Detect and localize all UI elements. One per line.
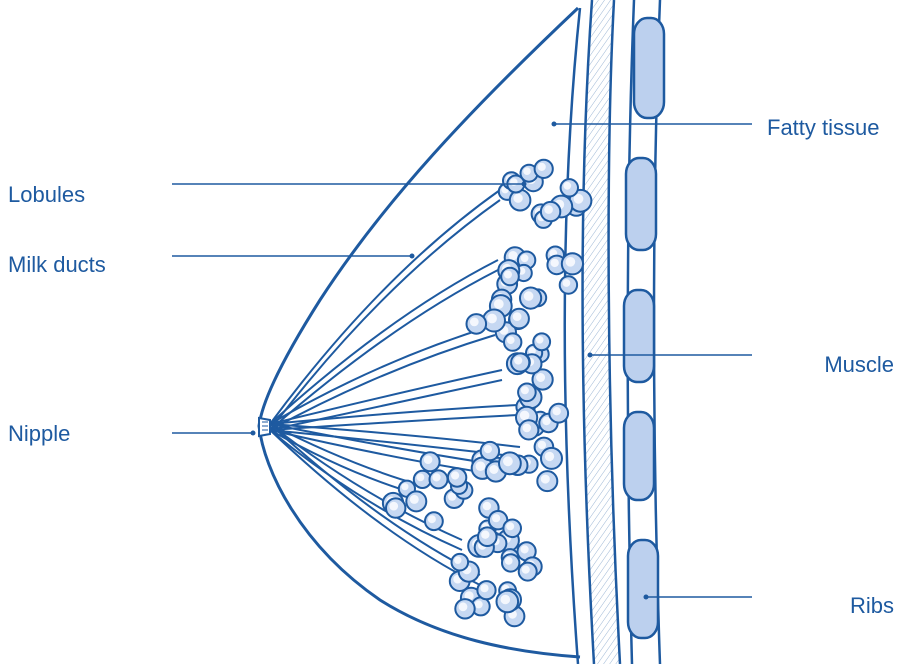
lobules xyxy=(383,160,591,626)
lobule-highlight xyxy=(520,411,530,421)
fat-boundary xyxy=(565,8,580,664)
lobule-highlight xyxy=(428,515,436,523)
lobule-highlight xyxy=(501,595,511,605)
rib-5 xyxy=(628,540,658,638)
lobule-highlight xyxy=(470,318,479,327)
lobule-highlight xyxy=(513,194,522,203)
lobule-highlight xyxy=(536,373,545,382)
lobule-highlight xyxy=(538,441,546,449)
lobule-highlight xyxy=(551,259,559,267)
lobule-highlight xyxy=(521,386,529,394)
lobule-cluster-4 xyxy=(504,333,553,389)
lobule-cluster-1 xyxy=(499,160,592,228)
lobule-highlight xyxy=(563,182,571,190)
lobule-highlight xyxy=(536,336,544,344)
rib-3 xyxy=(624,290,654,382)
lobule-highlight xyxy=(506,522,514,530)
lobule-highlight xyxy=(563,279,571,287)
lobule-highlight xyxy=(484,445,492,453)
lobule-highlight xyxy=(451,471,459,479)
lobule-highlight xyxy=(503,456,513,466)
lobule-cluster-9 xyxy=(450,527,542,626)
lobule-highlight xyxy=(523,167,531,175)
lobule-highlight xyxy=(480,584,488,592)
lobule-highlight xyxy=(541,475,550,484)
milk-duct-1-wall xyxy=(270,200,500,430)
lobule-highlight xyxy=(566,257,576,267)
lobule-highlight xyxy=(487,314,497,324)
lobule-highlight xyxy=(492,514,500,522)
lobule-highlight xyxy=(544,205,553,214)
lobule-highlight xyxy=(507,336,515,344)
lobule-highlight xyxy=(494,299,504,309)
rib-1 xyxy=(634,18,664,118)
rib-4 xyxy=(624,412,654,500)
label-muscle: Muscle xyxy=(824,352,894,378)
lobule-highlight xyxy=(508,251,517,260)
lobule-highlight xyxy=(481,531,489,539)
lobule-highlight xyxy=(401,483,408,490)
lobule-highlight xyxy=(505,557,513,565)
lobule-highlight xyxy=(553,407,561,415)
milk-duct-7 xyxy=(270,424,500,465)
lobule-highlight xyxy=(459,602,468,611)
lobule-highlight xyxy=(410,495,419,504)
lobule-highlight xyxy=(538,163,546,171)
lobule-highlight xyxy=(521,254,529,262)
lobule-highlight xyxy=(483,502,492,511)
lobule-highlight xyxy=(524,291,534,301)
lobule-highlight xyxy=(475,600,483,608)
label-ribs: Ribs xyxy=(850,593,894,619)
rib-2 xyxy=(626,158,656,250)
lobule-highlight xyxy=(489,465,498,474)
lobule-highlight xyxy=(521,545,529,553)
milk-duct-2 xyxy=(270,260,498,424)
lobule-highlight xyxy=(514,356,522,364)
nipple xyxy=(259,418,270,436)
label-milk-ducts: Milk ducts xyxy=(8,252,106,278)
lobule-highlight xyxy=(454,557,461,564)
leader-lines xyxy=(172,122,752,600)
lobule-highlight xyxy=(389,502,398,511)
lobule-highlight xyxy=(417,474,425,482)
lobule-highlight xyxy=(476,461,486,471)
label-lobules: Lobules xyxy=(8,182,85,208)
label-nipple: Nipple xyxy=(8,421,70,447)
lobule-highlight xyxy=(432,473,440,481)
lobule-highlight xyxy=(542,417,550,425)
lobule-cluster-7 xyxy=(383,452,473,530)
lobule-highlight xyxy=(513,312,522,321)
lobule-highlight xyxy=(523,424,532,433)
lobule-highlight xyxy=(424,455,433,464)
milk-duct-7-wall xyxy=(270,430,500,475)
label-fatty-tissue: Fatty tissue xyxy=(767,115,879,141)
lobule-highlight xyxy=(522,566,530,574)
lobule-highlight xyxy=(545,452,554,461)
lobule-highlight xyxy=(504,271,512,279)
